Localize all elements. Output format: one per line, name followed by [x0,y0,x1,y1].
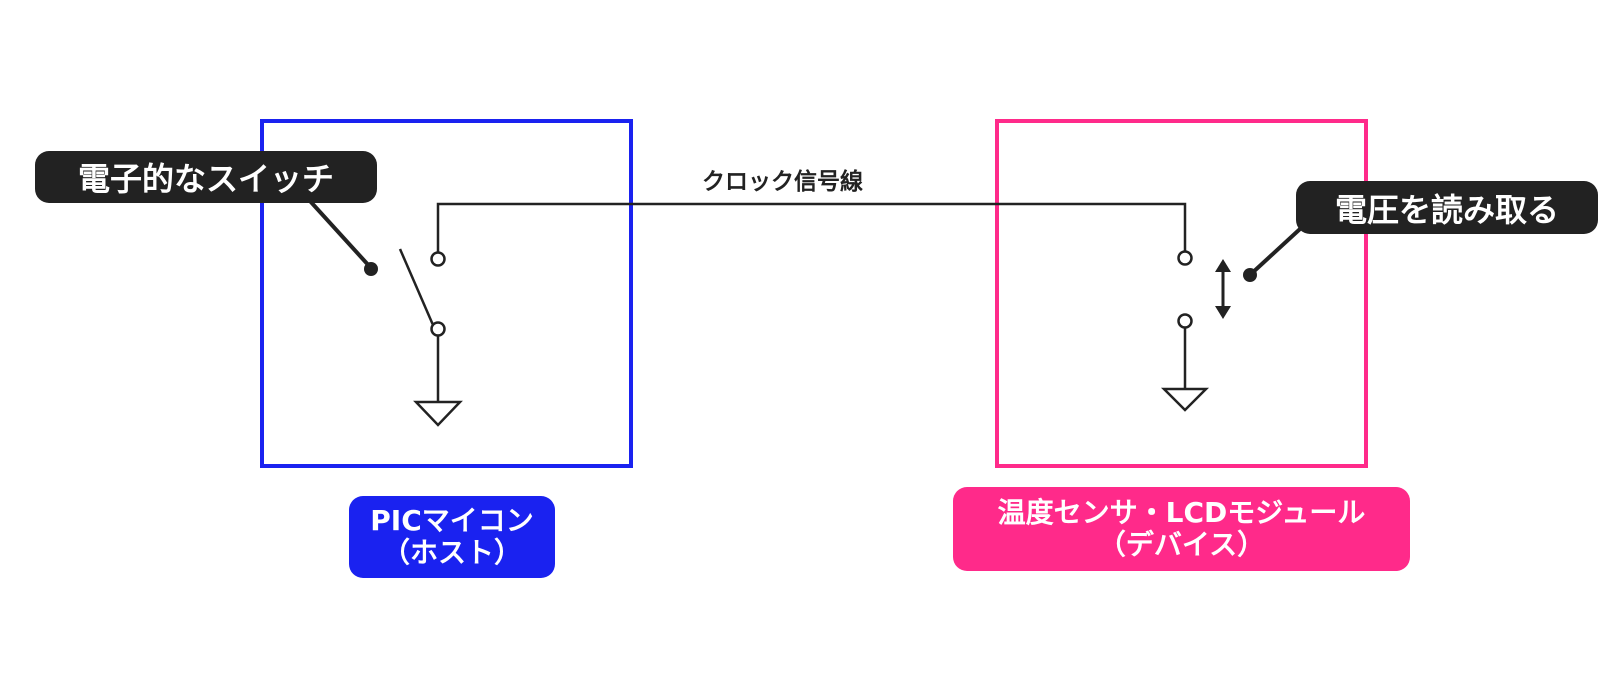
device-label: 温度センサ・LCDモジュール （デバイス） [953,487,1410,571]
clock-signal-label: クロック信号線 [702,169,863,195]
device-label-line1: 温度センサ・LCDモジュール [997,495,1366,529]
double-arrow-icon [1215,259,1231,319]
switch-callout: 電子的なスイッチ [35,151,377,203]
host-module-frame [260,119,633,468]
read-voltage-callout-pointer [1243,227,1302,282]
host-label-line2: （ホスト） [381,536,522,569]
host-label-line1: PICマイコン [370,503,534,537]
ground-icon [1160,328,1210,412]
switch-icon [398,248,446,337]
switch-callout-pointer [308,199,378,276]
clock-signal-line [436,202,1187,252]
read-voltage-callout: 電圧を読み取る [1296,181,1598,234]
host-label: PICマイコン （ホスト） [349,496,555,578]
ground-icon [413,336,463,427]
device-label-line2: （デバイス） [1097,528,1266,561]
device-terminals [1177,250,1193,329]
device-module-frame [995,119,1368,468]
